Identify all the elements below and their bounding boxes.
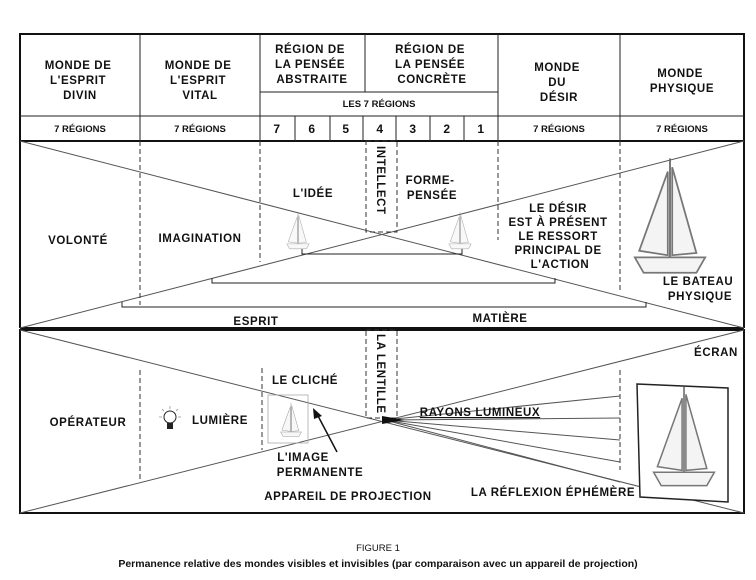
region-number: 6 <box>308 122 315 136</box>
cliche-label: LE CLICHÉ <box>272 374 338 387</box>
regions-count-desir: 7 RÉGIONS <box>533 124 585 135</box>
bracket-inner <box>301 249 463 255</box>
bracket-middle <box>211 278 556 284</box>
upper-panel: INTELLECT VOLONTÉ IMAGINATION L'IDÉE FOR… <box>19 140 745 329</box>
boat-thought-form-icon <box>448 212 472 250</box>
intellect-box <box>365 140 398 233</box>
arrow-icon <box>316 413 338 453</box>
lower-panel: LA LENTILLE OPÉRATEUR LUMIÈRE LE CLICHÉ … <box>19 329 745 514</box>
region-number: 5 <box>342 122 349 136</box>
figure-caption: Permanence relative des mondes visibles … <box>118 558 637 570</box>
region-number: 2 <box>443 122 450 136</box>
header-monde-esprit-vital: MONDE DE L'ESPRIT VITAL <box>165 60 236 102</box>
regions-count-vital: 7 RÉGIONS <box>174 124 226 135</box>
reflexion-ephemere-label: LA RÉFLEXION ÉPHÉMÈRE <box>471 486 635 499</box>
operateur-label: OPÉRATEUR <box>50 416 127 429</box>
forme-pensee-label: FORME- PENSÉE <box>406 175 459 202</box>
region-number: 1 <box>477 122 484 136</box>
physical-boat-icon <box>633 157 707 274</box>
regions-count-divin: 7 RÉGIONS <box>54 124 106 135</box>
lumiere-label: LUMIÈRE <box>192 414 248 427</box>
bracket-outer <box>121 302 647 308</box>
appareil-projection-label: APPAREIL DE PROJECTION <box>264 491 431 503</box>
idee-label: L'IDÉE <box>293 187 333 200</box>
bateau-physique-label: LE BATEAU PHYSIQUE <box>663 276 737 303</box>
header-monde-physique: MONDE PHYSIQUE <box>650 68 714 95</box>
volonte-label: VOLONTÉ <box>48 234 108 247</box>
ecran-label: ÉCRAN <box>694 346 738 359</box>
intellect-label: INTELLECT <box>374 146 386 215</box>
imagination-label: IMAGINATION <box>158 233 241 245</box>
lentille-box <box>365 329 398 419</box>
header-table: MONDE DE L'ESPRIT DIVIN MONDE DE L'ESPRI… <box>19 33 745 142</box>
region-number: 3 <box>409 122 416 136</box>
header-pensee-concrete: RÉGION DE LA PENSÉE CONCRÈTE <box>395 43 469 86</box>
regions-count-physique: 7 RÉGIONS <box>656 124 708 135</box>
boat-idea-icon <box>286 212 310 250</box>
header-monde-esprit-divin: MONDE DE L'ESPRIT DIVIN <box>45 60 116 102</box>
les-7-regions-label: LES 7 RÉGIONS <box>343 99 416 110</box>
light-rays <box>384 395 621 483</box>
rayons-lumineux-label: RAYONS LUMINEUX <box>420 407 540 419</box>
region-number: 7 <box>273 122 280 136</box>
region-number: 4 <box>376 122 383 136</box>
light-bulb-icon <box>159 406 181 429</box>
image-permanente-label: L'IMAGE PERMANENTE <box>277 452 364 479</box>
figure-number: FIGURE 1 <box>356 543 400 554</box>
cliche-boat-icon <box>280 402 302 437</box>
header-pensee-abstraite: RÉGION DE LA PENSÉE ABSTRAITE <box>275 43 349 86</box>
lentille-label: LA LENTILLE <box>374 334 386 414</box>
header-monde-desir: MONDE DU DÉSIR <box>534 62 584 104</box>
matiere-label: MATIÈRE <box>472 312 527 325</box>
cross-line <box>19 140 745 329</box>
lens-focus <box>382 416 405 424</box>
esprit-label: ESPRIT <box>233 316 278 328</box>
cliche-frame <box>267 394 309 444</box>
desir-label: LE DÉSIR EST À PRÉSENT LE RESSORT PRINCI… <box>509 202 612 271</box>
